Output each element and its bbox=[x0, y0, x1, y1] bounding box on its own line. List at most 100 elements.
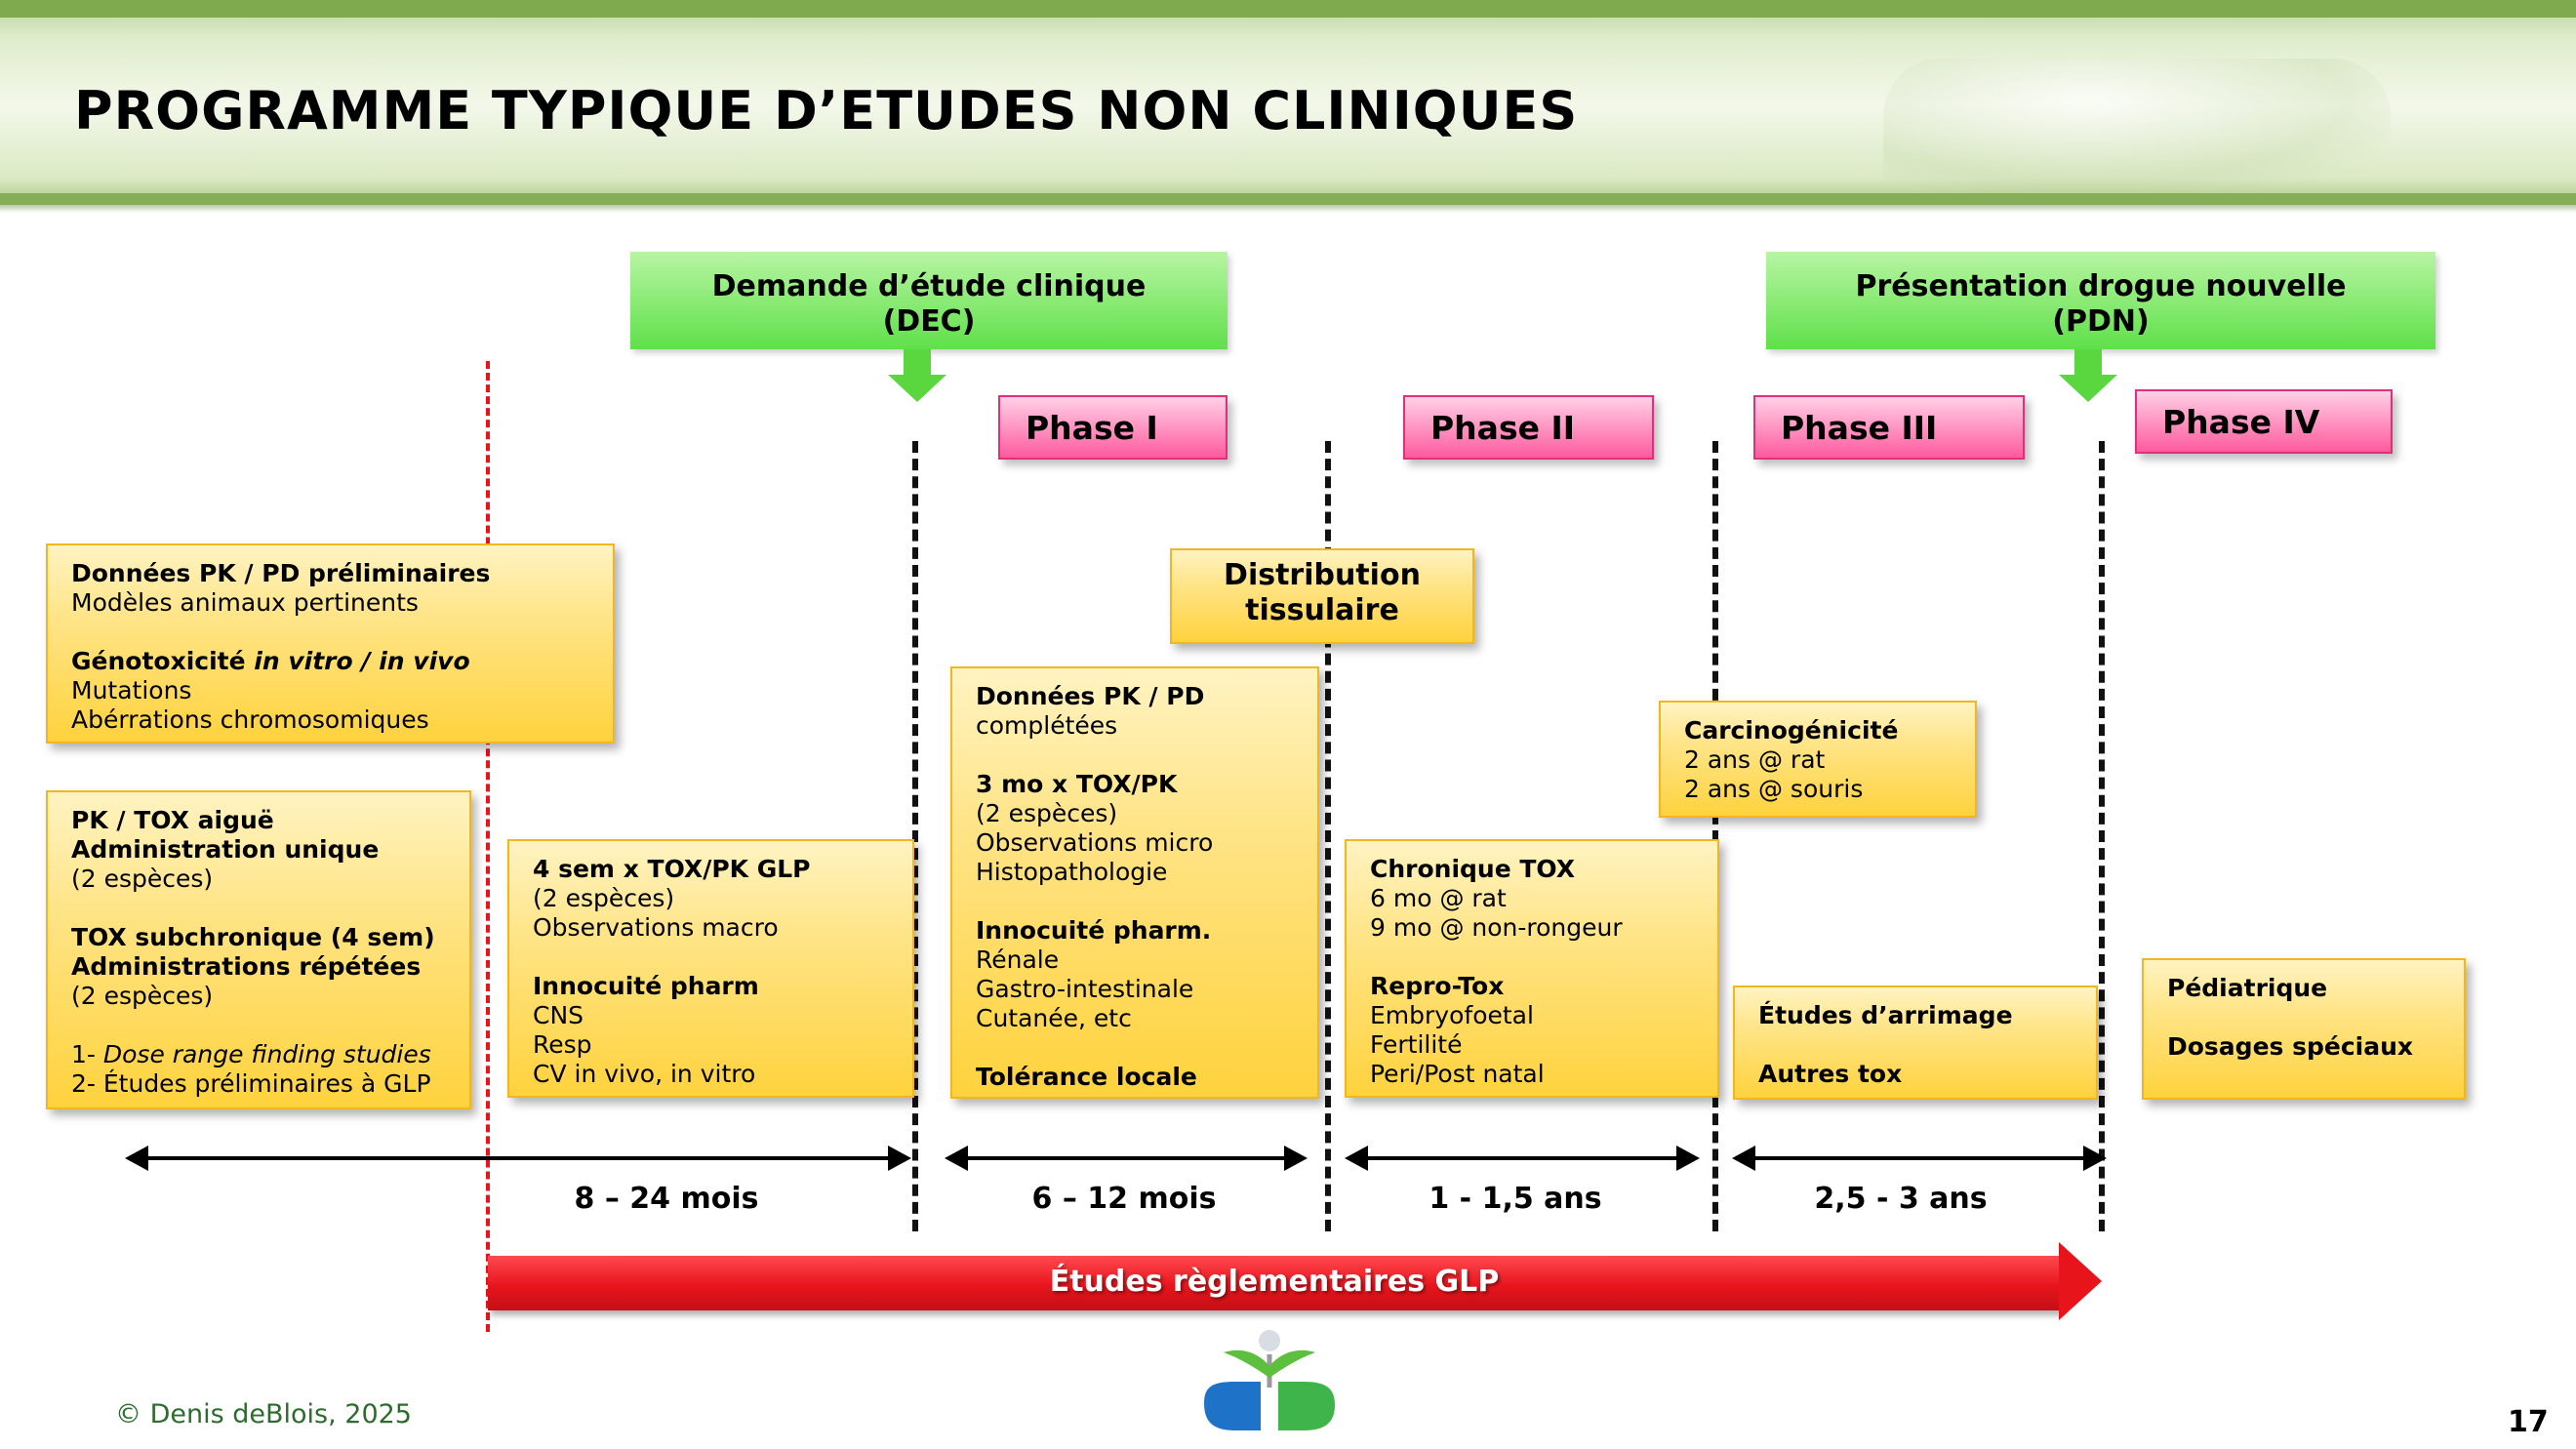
phase-3-box: Phase III bbox=[1753, 395, 2025, 460]
box-text: Peri/Post natal bbox=[1370, 1060, 1694, 1089]
duration-arrow-1 bbox=[146, 1156, 890, 1160]
duration-label-3: 1 - 1,5 ans bbox=[1418, 1182, 1613, 1216]
box-acute-tox: PK / TOX aiguë Administration unique (2 … bbox=[46, 790, 471, 1109]
box-text: Histopathologie bbox=[976, 858, 1294, 887]
beaker-image bbox=[1883, 59, 2391, 195]
box-glp-4-weeks: 4 sem x TOX/PK GLP (2 espèces) Observati… bbox=[507, 839, 914, 1098]
box-pkpd-preliminary: Données PK / PD préliminaires Modèles an… bbox=[46, 543, 615, 744]
box-text: Observations micro bbox=[976, 828, 1294, 858]
box-text: 4 sem x TOX/PK GLP bbox=[533, 855, 889, 884]
box-bridging-studies: Études d’arrimage Autres tox bbox=[1733, 986, 2098, 1100]
timeline-divider-1 bbox=[912, 441, 918, 1231]
box-text: 2 ans @ rat bbox=[1684, 745, 1952, 775]
pdn-arrow-head bbox=[2059, 375, 2117, 402]
copyright: © Denis deBlois, 2025 bbox=[115, 1399, 412, 1429]
pdn-arrow-stem bbox=[2074, 349, 2102, 375]
box-text: Mutations bbox=[71, 676, 589, 705]
banner-top-stripe bbox=[0, 0, 2576, 18]
duration-arrow-2-right bbox=[1284, 1146, 1308, 1171]
milestone-pdn: Présentation drogue nouvelle (PDN) bbox=[1766, 252, 2435, 349]
box-text: (2 espèces) bbox=[533, 884, 889, 913]
phase-4-box: Phase IV bbox=[2135, 389, 2393, 454]
duration-label-4: 2,5 - 3 ans bbox=[1803, 1182, 1998, 1216]
box-text: Administrations répétées bbox=[71, 952, 446, 982]
box-text: Données PK / PD bbox=[976, 682, 1294, 711]
box-text: Embryofoetal bbox=[1370, 1001, 1694, 1030]
box-text: 3 mo x TOX/PK bbox=[976, 770, 1294, 799]
box-text: Resp bbox=[533, 1030, 889, 1060]
box-text: 2- Études préliminaires à GLP bbox=[71, 1069, 446, 1099]
duration-arrow-2 bbox=[966, 1156, 1286, 1160]
box-text: Autres tox bbox=[1758, 1060, 2073, 1089]
box-text: Données PK / PD préliminaires bbox=[71, 559, 589, 588]
box-text: Gastro-intestinale bbox=[976, 975, 1294, 1004]
box-text: Rénale bbox=[976, 946, 1294, 975]
box-text: 2 ans @ souris bbox=[1684, 775, 1952, 804]
box-text: 1- bbox=[71, 1040, 103, 1068]
timeline-divider-3 bbox=[1712, 441, 1718, 1231]
box-text: (2 espèces) bbox=[71, 865, 446, 894]
box-text: Carcinogénicité bbox=[1684, 716, 1952, 745]
banner-bottom-stripe bbox=[0, 193, 2576, 205]
duration-arrow-4 bbox=[1753, 1156, 2085, 1160]
box-tissue-distribution: Distribution tissulaire bbox=[1170, 548, 1474, 644]
box-text: Repro-Tox bbox=[1370, 972, 1694, 1001]
box-text: (2 espèces) bbox=[71, 982, 446, 1011]
logo-icon bbox=[1196, 1327, 1343, 1439]
box-text: Abérrations chromosomiques bbox=[71, 705, 589, 735]
phase-1-box: Phase I bbox=[998, 395, 1228, 460]
box-text: 6 mo @ rat bbox=[1370, 884, 1694, 913]
duration-arrow-3-left bbox=[1345, 1146, 1368, 1171]
duration-arrow-3 bbox=[1366, 1156, 1678, 1160]
box-text: CNS bbox=[533, 1001, 889, 1030]
glp-studies-arrow: Études règlementaires GLP bbox=[488, 1256, 2061, 1310]
glp-arrow-head bbox=[2059, 1242, 2102, 1320]
milestone-pdn-line1: Présentation drogue nouvelle bbox=[1766, 269, 2435, 304]
dec-arrow-head bbox=[888, 375, 946, 402]
box-text: complétées bbox=[976, 711, 1294, 741]
duration-arrow-2-left bbox=[945, 1146, 968, 1171]
box-text: in vitro / in vivo bbox=[254, 647, 469, 675]
box-text: Tolérance locale bbox=[976, 1063, 1294, 1092]
box-text: Observations macro bbox=[533, 913, 889, 943]
box-text: Dose range finding studies bbox=[103, 1040, 431, 1068]
box-text: PK / TOX aiguë bbox=[71, 806, 446, 835]
phase-2-box: Phase II bbox=[1403, 395, 1654, 460]
duration-arrow-1-right bbox=[888, 1146, 911, 1171]
box-text: Chronique TOX bbox=[1370, 855, 1694, 884]
duration-label-2: 6 – 12 mois bbox=[1026, 1182, 1222, 1216]
box-text: CV in vivo, in vitro bbox=[533, 1060, 889, 1089]
box-text: Innocuité pharm bbox=[533, 972, 889, 1001]
box-text: Dosages spéciaux bbox=[2167, 1032, 2440, 1062]
dec-arrow-stem bbox=[904, 349, 931, 375]
box-text: Distribution bbox=[1182, 558, 1463, 593]
box-text: Études d’arrimage bbox=[1758, 1001, 2073, 1030]
milestone-dec-line1: Demande d’étude clinique bbox=[630, 269, 1228, 304]
box-text: Fertilité bbox=[1370, 1030, 1694, 1060]
box-pkpd-complete: Données PK / PD complétées 3 mo x TOX/PK… bbox=[950, 666, 1319, 1099]
duration-arrow-1-left bbox=[125, 1146, 148, 1171]
timeline-divider-4 bbox=[2099, 441, 2105, 1231]
box-pediatric: Pédiatrique Dosages spéciaux bbox=[2142, 958, 2466, 1100]
box-text: Génotoxicité bbox=[71, 647, 254, 675]
banner-shadow bbox=[0, 205, 2576, 213]
box-text: Pédiatrique bbox=[2167, 974, 2440, 1003]
duration-arrow-4-left bbox=[1732, 1146, 1755, 1171]
box-text: Innocuité pharm. bbox=[976, 916, 1294, 946]
milestone-pdn-line2: (PDN) bbox=[1766, 304, 2435, 340]
duration-arrow-4-right bbox=[2083, 1146, 2107, 1171]
box-text: (2 espèces) bbox=[976, 799, 1294, 828]
duration-arrow-3-right bbox=[1676, 1146, 1700, 1171]
milestone-dec-line2: (DEC) bbox=[630, 304, 1228, 340]
box-chronic-tox: Chronique TOX 6 mo @ rat 9 mo @ non-rong… bbox=[1345, 839, 1719, 1098]
box-carcinogenicity: Carcinogénicité 2 ans @ rat 2 ans @ sour… bbox=[1659, 701, 1977, 818]
box-text: Modèles animaux pertinents bbox=[71, 588, 589, 618]
box-text: Administration unique bbox=[71, 835, 446, 865]
slide-title: PROGRAMME TYPIQUE D’ETUDES NON CLINIQUES bbox=[74, 80, 1578, 141]
glp-start-line bbox=[486, 361, 490, 1332]
box-text: TOX subchronique (4 sem) bbox=[71, 923, 446, 952]
box-text: 9 mo @ non-rongeur bbox=[1370, 913, 1694, 943]
milestone-dec: Demande d’étude clinique (DEC) bbox=[630, 252, 1228, 349]
duration-label-1: 8 – 24 mois bbox=[569, 1182, 764, 1216]
box-text: Cutanée, etc bbox=[976, 1004, 1294, 1033]
